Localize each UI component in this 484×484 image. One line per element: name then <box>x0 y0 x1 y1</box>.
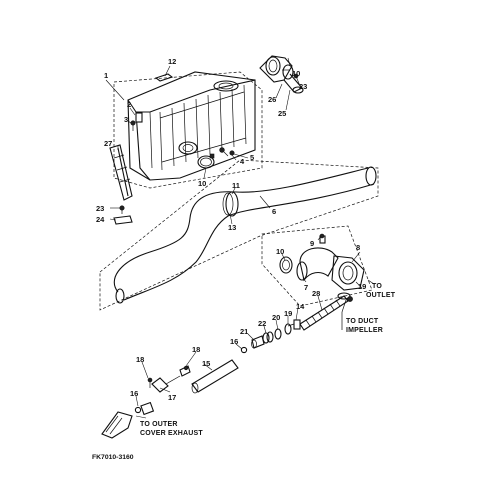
part-20-ring <box>274 328 282 340</box>
callout-23-left: 23 <box>96 204 104 213</box>
part-18-clamp-left <box>147 377 153 388</box>
callout-13: 13 <box>228 223 236 232</box>
note-to-duct-line1: TO DUCT <box>346 318 379 325</box>
callout-19-right: 19 <box>358 282 366 291</box>
part-14-fitting <box>287 319 301 330</box>
callout-3: 3 <box>124 115 128 124</box>
callout-4: 4 <box>240 157 245 166</box>
callout-17: 17 <box>168 393 176 402</box>
note-to-duct-impeller: TO DUCT IMPELLER <box>346 318 383 334</box>
callout-5: 5 <box>250 153 254 162</box>
callout-8: 8 <box>356 243 360 252</box>
fwd-arrow-icon <box>101 411 133 439</box>
callout-labels: 12 1 2 3 4 5 10 11 6 13 27 23 24 10 23 2… <box>96 57 366 402</box>
callout-10-upper: 10 <box>198 179 206 188</box>
callout-7: 7 <box>304 283 308 292</box>
part-19-washer <box>284 323 292 335</box>
exhaust-hose <box>113 166 377 304</box>
leader-lines <box>105 57 363 419</box>
callout-22: 22 <box>258 319 266 328</box>
note-to-outer-line2: COVER EXHAUST <box>140 430 203 437</box>
callout-27: 27 <box>104 139 112 148</box>
diagram-code: FK7010-3160 <box>92 454 134 461</box>
part-10-clamp-upper <box>197 153 215 169</box>
callout-16-upper: 16 <box>230 337 238 346</box>
part-22-washers <box>262 331 274 344</box>
water-lock-box <box>113 71 263 189</box>
callout-6: 6 <box>272 207 276 216</box>
callout-10-top: 10 <box>292 69 300 78</box>
part-16-washer-upper <box>240 346 248 354</box>
callout-21: 21 <box>240 327 248 336</box>
bolt-23 <box>119 205 125 214</box>
outlet-assembly <box>261 225 375 307</box>
note-to-outer-cover: TO OUTER COVER EXHAUST <box>140 421 203 437</box>
callout-16-lower: 16 <box>130 389 138 398</box>
drain-hose-15 <box>191 359 239 394</box>
part-21-nipple <box>251 335 265 349</box>
callout-24: 24 <box>96 215 105 224</box>
callout-23-right: 23 <box>299 82 307 91</box>
part-12-plate <box>154 73 174 82</box>
callout-1: 1 <box>104 71 108 80</box>
part-10-clamp-top <box>282 64 294 80</box>
pipe-28-assembly <box>299 295 353 331</box>
screws-4-5 <box>219 147 235 157</box>
part-18-clamp-right <box>179 365 191 377</box>
bolts-2-3 <box>130 112 143 131</box>
callout-12: 12 <box>168 57 176 66</box>
callout-26: 26 <box>268 95 276 104</box>
callout-10-mid: 10 <box>276 247 284 256</box>
callout-25: 25 <box>278 109 286 118</box>
callout-28: 28 <box>312 289 320 298</box>
annotations: TO OUTLET TO DUCT IMPELLER TO OUTER COVE… <box>92 283 396 461</box>
part-17-fitting <box>151 375 181 393</box>
note-to-outlet-line1: TO <box>372 283 382 290</box>
callout-2: 2 <box>127 100 131 109</box>
callout-11: 11 <box>232 181 240 190</box>
bracket-27 <box>109 144 133 201</box>
callout-19-left: 19 <box>284 309 292 318</box>
note-to-outlet-line2: OUTLET <box>366 292 396 299</box>
callout-15: 15 <box>202 359 210 368</box>
callout-14: 14 <box>296 302 305 311</box>
callout-9: 9 <box>310 239 314 248</box>
note-to-duct-line2: IMPELLER <box>346 327 383 334</box>
callout-18-left: 18 <box>136 355 144 364</box>
callout-20: 20 <box>272 313 280 322</box>
part-16-plug-lower <box>134 401 155 416</box>
clip-24 <box>113 215 133 225</box>
note-to-outlet: TO OUTLET <box>366 283 396 299</box>
note-to-outer-line1: TO OUTER <box>140 421 178 428</box>
callout-18-right: 18 <box>192 345 200 354</box>
hose-frame <box>99 159 379 311</box>
